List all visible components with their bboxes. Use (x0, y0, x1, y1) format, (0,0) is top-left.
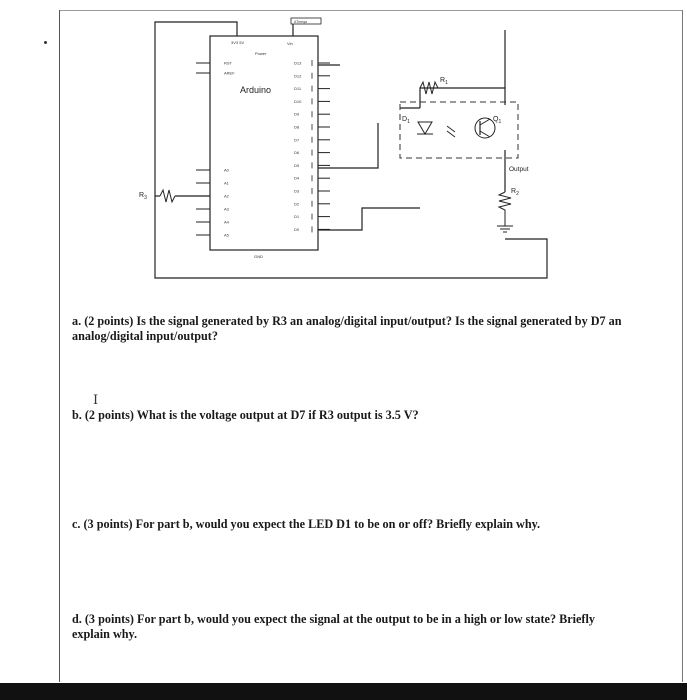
bottom-bar (0, 683, 687, 700)
output-label: Output (509, 166, 529, 173)
pin-a0: A0 (196, 168, 230, 173)
svg-text:AREF: AREF (224, 71, 235, 76)
svg-text:A3: A3 (224, 207, 230, 212)
svg-text:D2: D2 (294, 201, 300, 206)
pin-a1: A1 (196, 181, 230, 186)
pin-d7: D7 (294, 136, 330, 143)
pin-a4: A4 (196, 220, 230, 225)
circuit-diagram: Arduino 3V3 5V Power Vin GND ATmega RST A… (139, 17, 548, 279)
question-b: b. (2 points) What is the voltage output… (72, 408, 419, 422)
pin-d8: D8 (294, 124, 330, 130)
r2-label: R2 (511, 188, 519, 197)
arduino-label: Arduino (240, 85, 271, 95)
svg-text:D13: D13 (294, 61, 302, 66)
question-a: a. (2 points) Is the signal generated by… (72, 314, 622, 343)
svg-text:D11: D11 (294, 86, 302, 91)
svg-text:D10: D10 (294, 99, 302, 104)
pin-d0: D0 (294, 226, 330, 233)
page-frame-right (682, 10, 683, 682)
page-frame-top (59, 10, 683, 11)
pin-aref: AREF (196, 71, 235, 76)
vin-label: Vin (287, 41, 293, 46)
svg-text:D6: D6 (294, 150, 300, 155)
svg-text:A0: A0 (224, 168, 230, 173)
text-cursor-icon: I (93, 393, 99, 408)
pin-d5: D5 (294, 162, 330, 169)
pin-d2: D2 (294, 200, 330, 207)
question-d: d. (3 points) For part b, would you expe… (72, 612, 595, 641)
svg-text:A5: A5 (224, 233, 230, 238)
pin-a3: A3 (196, 207, 230, 212)
top-header-label: 3V3 5V (231, 40, 244, 45)
circuit-wires (154, 21, 548, 279)
r2-resistor (497, 191, 512, 226)
arduino-board (209, 35, 319, 251)
pin-d1: D1 (294, 213, 330, 220)
q1-label: Q1 (493, 116, 501, 125)
led-d1 (417, 121, 433, 135)
bullet-dot (44, 41, 47, 44)
svg-text:D12: D12 (294, 73, 302, 78)
svg-text:A2: A2 (224, 194, 230, 199)
svg-text:RST: RST (224, 61, 233, 66)
svg-text:D0: D0 (294, 227, 300, 232)
svg-text:D3: D3 (294, 189, 300, 194)
pin-d9: D9 (294, 111, 330, 118)
r3-label: R3 (139, 192, 147, 201)
svg-text:D9: D9 (294, 112, 300, 117)
svg-text:D4: D4 (294, 176, 300, 181)
svg-text:A1: A1 (224, 181, 230, 186)
transistor-q1 (474, 117, 496, 139)
pin-d4: D4 (294, 175, 330, 182)
svg-text:D8: D8 (294, 125, 300, 130)
pin-a2: A2 (196, 194, 230, 199)
d1-label: D1 (402, 116, 410, 125)
r1-resistor (419, 80, 439, 95)
optocoupler-box (399, 101, 519, 159)
light-arrows (446, 125, 456, 138)
ground-symbol (497, 225, 513, 233)
pin-d6: D6 (294, 149, 330, 156)
pin-d11: D11 (294, 85, 330, 92)
question-c: c. (3 points) For part b, would you expe… (72, 517, 541, 531)
gnd-label: GND (254, 254, 263, 259)
ic-label: ATmega (294, 20, 307, 24)
svg-text:D1: D1 (294, 214, 300, 219)
pin-d12: D12 (294, 72, 330, 79)
pin-d3: D3 (294, 188, 330, 194)
svg-text:D5: D5 (294, 163, 300, 168)
r1-label: R1 (440, 77, 448, 86)
ic-chip (290, 17, 322, 25)
r3-resistor (159, 188, 176, 204)
page-frame-left (59, 10, 60, 682)
pin-a5: A5 (196, 233, 230, 238)
svg-text:A4: A4 (224, 220, 230, 225)
power-label: Power (255, 51, 267, 56)
svg-text:D7: D7 (294, 137, 300, 142)
pin-d13: D13 (294, 60, 330, 66)
pin-d10: D10 (294, 98, 330, 105)
pin-rst: RST (196, 61, 233, 66)
